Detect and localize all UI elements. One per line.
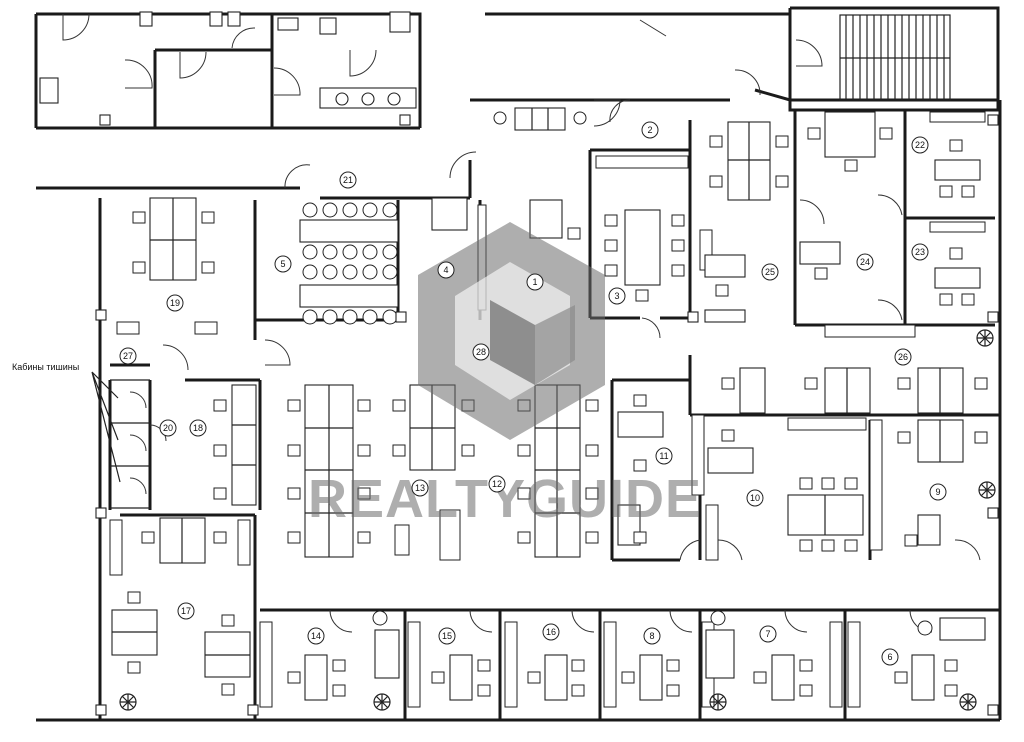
room-number-text: 24 xyxy=(860,257,870,267)
room-number-text: 12 xyxy=(492,479,502,489)
room-number-4: 4 xyxy=(437,261,455,279)
room-number-text: 25 xyxy=(765,267,775,277)
room-number-circle xyxy=(759,625,777,643)
room-number-circle xyxy=(437,261,455,279)
room-number-circle xyxy=(643,627,661,645)
watermark: REALTYGUIDE xyxy=(308,222,702,529)
room-number-circle xyxy=(274,255,292,273)
room-number-19: 19 xyxy=(166,294,184,312)
room-number-text: 22 xyxy=(915,140,925,150)
room-number-23: 23 xyxy=(911,243,929,261)
room-number-24: 24 xyxy=(856,253,874,271)
room-number-text: 4 xyxy=(443,265,448,275)
room-number-7: 7 xyxy=(759,625,777,643)
room-number-9: 9 xyxy=(929,483,947,501)
room-number-text: 8 xyxy=(649,631,654,641)
silence-cabins: Кабины тишины xyxy=(12,362,150,509)
room-number-circle xyxy=(881,648,899,666)
room-number-text: 6 xyxy=(887,652,892,662)
room-number-text: 15 xyxy=(442,631,452,641)
room-number-26: 26 xyxy=(894,348,912,366)
room-number-circle xyxy=(542,623,560,641)
room-number-text: 13 xyxy=(415,483,425,493)
room-number-13: 13 xyxy=(411,479,429,497)
room-number-circle xyxy=(761,263,779,281)
room-number-6: 6 xyxy=(881,648,899,666)
room-number-8: 8 xyxy=(643,627,661,645)
wc-fixtures xyxy=(39,11,417,109)
room-number-text: 18 xyxy=(193,423,203,433)
room-number-27: 27 xyxy=(119,347,137,365)
room-number-text: 10 xyxy=(750,493,760,503)
room-number-text: 11 xyxy=(659,451,668,461)
room-number-circle xyxy=(438,627,456,645)
room-number-text: 3 xyxy=(614,291,619,301)
room-number-text: 20 xyxy=(163,423,173,433)
room-number-text: 21 xyxy=(343,175,353,185)
plants xyxy=(119,329,996,711)
room-number-text: 17 xyxy=(181,606,191,616)
room-number-circle xyxy=(856,253,874,271)
room-number-circle xyxy=(641,121,659,139)
room-number-17: 17 xyxy=(177,602,195,620)
room-number-circle xyxy=(339,171,357,189)
room-number-20: 20 xyxy=(159,419,177,437)
room-number-text: 9 xyxy=(935,487,940,497)
room-number-circle xyxy=(911,136,929,154)
room-number-10: 10 xyxy=(746,489,764,507)
room-number-18: 18 xyxy=(189,419,207,437)
room-number-circle xyxy=(472,343,490,361)
room-number-14: 14 xyxy=(307,627,325,645)
room-number-21: 21 xyxy=(339,171,357,189)
watermark-text: REALTYGUIDE xyxy=(308,469,702,529)
room-number-text: 2 xyxy=(647,125,652,135)
chairs xyxy=(127,111,988,697)
room-number-11: 11 xyxy=(655,447,673,465)
room-number-text: 27 xyxy=(123,351,133,361)
room-number-15: 15 xyxy=(438,627,456,645)
room-number-circle xyxy=(166,294,184,312)
room-number-circle xyxy=(488,475,506,493)
room-number-12: 12 xyxy=(488,475,506,493)
room-number-text: 1 xyxy=(532,277,537,287)
room-number-circle xyxy=(608,287,626,305)
room-number-circle xyxy=(911,243,929,261)
room-number-text: 5 xyxy=(280,259,285,269)
room-number-circle xyxy=(177,602,195,620)
room-number-circle xyxy=(189,419,207,437)
room-number-16: 16 xyxy=(542,623,560,641)
room-number-1: 1 xyxy=(526,273,544,291)
room-number-text: 19 xyxy=(170,298,180,308)
room-number-circle xyxy=(411,479,429,497)
stairs xyxy=(839,14,951,101)
room-number-circle xyxy=(929,483,947,501)
room-number-28: 28 xyxy=(472,343,490,361)
room-number-25: 25 xyxy=(761,263,779,281)
room-number-circle xyxy=(894,348,912,366)
room-number-22: 22 xyxy=(911,136,929,154)
cabin-label: Кабины тишины xyxy=(12,362,79,372)
room-number-text: 16 xyxy=(546,627,556,637)
room-number-text: 7 xyxy=(765,629,770,639)
room-number-text: 23 xyxy=(915,247,925,257)
columns xyxy=(95,114,999,716)
room-number-text: 14 xyxy=(311,631,321,641)
room-number-circle xyxy=(746,489,764,507)
room-number-2: 2 xyxy=(641,121,659,139)
room-number-text: 26 xyxy=(898,352,908,362)
room-number-5: 5 xyxy=(274,255,292,273)
room-number-3: 3 xyxy=(608,287,626,305)
room-number-circle xyxy=(159,419,177,437)
room-number-circle xyxy=(119,347,137,365)
room-number-text: 28 xyxy=(476,347,486,357)
room-number-circle xyxy=(655,447,673,465)
room-number-circle xyxy=(307,627,325,645)
room-number-circle xyxy=(526,273,544,291)
